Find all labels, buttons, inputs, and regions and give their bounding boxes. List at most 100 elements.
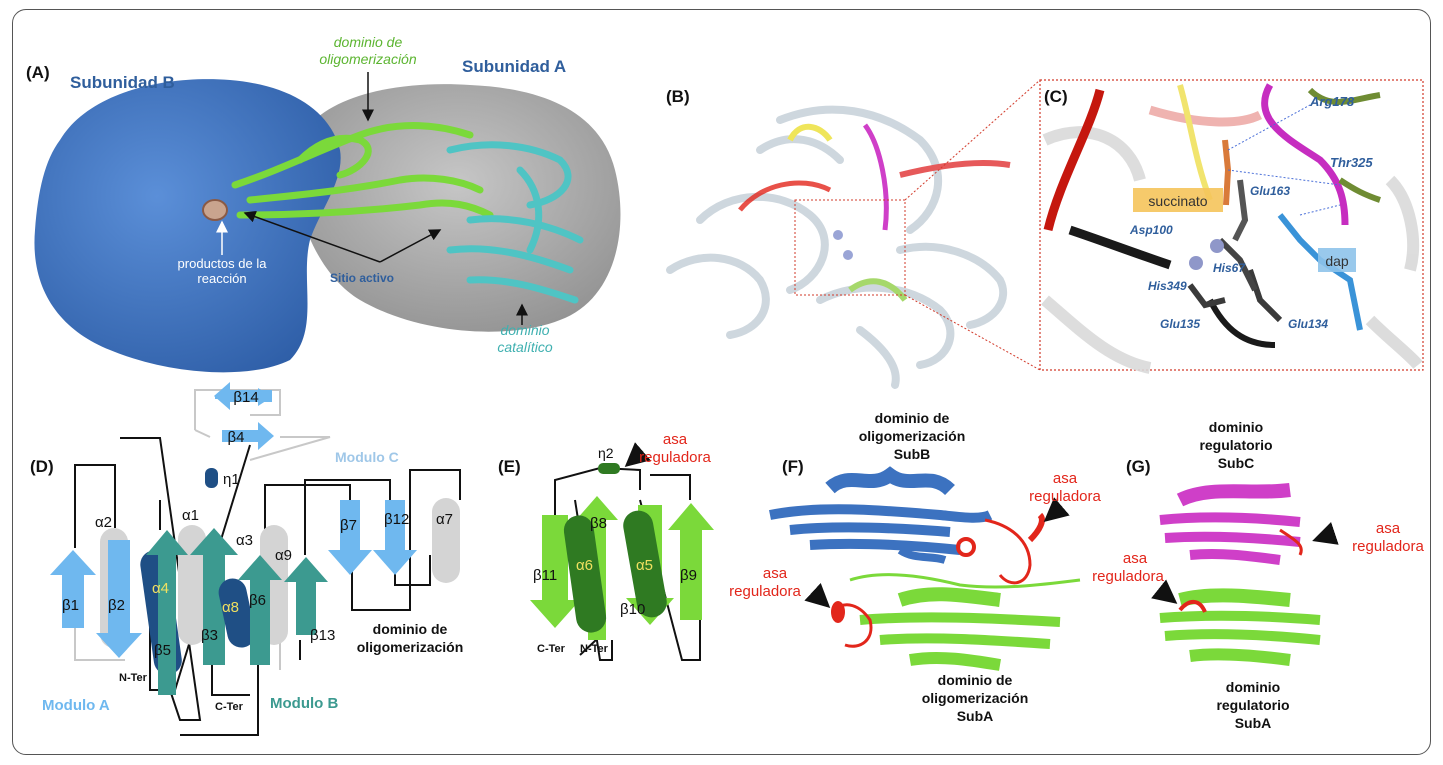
catalytic-domain-label-2: catalítico	[497, 339, 552, 355]
strand-b1-icon	[50, 550, 96, 628]
glu163-label: Glu163	[1250, 184, 1290, 198]
oligo-domain-label-1: dominio de	[373, 621, 448, 637]
cter-label: C-Ter	[215, 701, 244, 713]
a9-label: α9	[275, 547, 292, 564]
products-label-2: reacción	[197, 271, 246, 286]
a1-label: α1	[182, 507, 199, 524]
eta2-helix-icon	[598, 463, 620, 474]
h-bonds	[1227, 104, 1341, 216]
strand-b13-icon	[284, 557, 328, 635]
asa-left-label-2: reguladora	[1092, 568, 1164, 585]
asa-arrow-icon	[1043, 497, 1070, 522]
strand-b5-icon	[146, 530, 188, 695]
a2-label: α2	[95, 514, 112, 531]
asp100-label: Asp100	[1129, 223, 1173, 237]
a3-label: α3	[236, 532, 253, 549]
b6-label: β6	[249, 592, 266, 609]
oligomerization-domain-label-2: oligomerización	[319, 51, 416, 67]
cter-label: C-Ter	[537, 643, 566, 655]
b13-label: β13	[310, 627, 335, 644]
his67-label: His67	[1213, 261, 1246, 275]
panel-b-label: (B)	[666, 87, 690, 106]
asa-arrow-icon	[804, 582, 831, 609]
asa-left-label-2: reguladora	[729, 583, 801, 600]
red-loop	[738, 180, 832, 212]
asa-arrow-icon	[1151, 579, 1178, 604]
eta2-label: η2	[598, 445, 614, 461]
panel-f: (F) dominio de oligomerización SubB asa	[729, 410, 1101, 724]
nter-label: N-Ter	[119, 672, 148, 684]
strand-b12-icon	[373, 500, 417, 575]
dap-label: dap	[1325, 253, 1349, 269]
b11-label: β11	[533, 567, 557, 584]
panel-c: (C) Arg178 Thr325 succinato Glu163 Asp10…	[1039, 79, 1424, 374]
red-strand	[899, 160, 1011, 178]
helix-a5-icon	[623, 510, 667, 618]
zoom-line-bottom	[904, 294, 1041, 371]
metal-ion-icon	[1189, 256, 1203, 270]
oligo-domain-label-2: oligomerización	[357, 639, 464, 655]
b12-label: β12	[384, 511, 409, 528]
catalytic-domain-label-1: dominio	[500, 322, 549, 338]
black-loop	[1207, 298, 1276, 348]
red-ribbon	[1043, 88, 1105, 232]
panel-a: (A) Subunidad B Subunidad A dominio de o…	[26, 34, 621, 373]
black-ribbon	[1068, 225, 1172, 270]
a8-label: α8	[222, 599, 239, 616]
subc-domain-label-3: SubC	[1218, 455, 1255, 471]
b9-label: β9	[680, 567, 697, 584]
glu134-label: Glu134	[1288, 317, 1328, 331]
oligomerization-ribbon	[231, 122, 494, 219]
metal-ion-icon	[1210, 239, 1224, 253]
subunit-a-surface	[295, 84, 621, 332]
strand-b3-icon	[190, 528, 238, 665]
subb-domain-label-2: oligomerización	[859, 428, 966, 444]
asa-arrow-icon	[624, 442, 651, 467]
asa-left-label-1: asa	[1123, 550, 1148, 567]
helix-a7-icon	[432, 498, 460, 583]
subc-ribbon	[1159, 483, 1303, 565]
subunit-b-label: Subunidad B	[70, 73, 175, 92]
subc-domain-label-1: dominio	[1209, 419, 1263, 435]
glu135-stick	[1187, 283, 1226, 309]
strand-b7-icon	[328, 500, 372, 575]
panel-g: (G) dominio regulatorio SubC asa regulad…	[1092, 419, 1424, 731]
asa-right-label-1: asa	[1376, 520, 1401, 537]
magenta-ribbon	[1261, 83, 1349, 226]
subb-ribbon	[769, 466, 1045, 585]
succinate-tag	[1133, 188, 1223, 212]
active-site-arrow-left	[243, 210, 381, 263]
oligomerization-domain-label-1: dominio de	[334, 34, 403, 50]
asa-right-label-2: reguladora	[1352, 538, 1424, 555]
panel-f-label: (F)	[782, 457, 804, 476]
subb-domain-label-3: SubB	[894, 446, 931, 462]
a5-label: α5	[636, 557, 653, 574]
helix-a8-icon	[218, 578, 256, 648]
asa-right-label-2: reguladora	[1029, 488, 1101, 505]
suba-ribbon	[831, 573, 1081, 671]
thr325-stick	[1338, 177, 1381, 203]
panel-d-label: (D)	[30, 457, 54, 476]
panel-e-label: (E)	[498, 457, 521, 476]
b5-label: β5	[154, 642, 171, 659]
a6-label: α6	[576, 557, 593, 574]
suba-ribbon	[1159, 588, 1321, 666]
subunit-a-label: Subunidad A	[462, 57, 566, 76]
glu135-label: Glu135	[1160, 317, 1200, 331]
strand-b2-icon	[96, 540, 142, 658]
panel-a-label: (A)	[26, 63, 50, 82]
suba-domain-label-2: regulatorio	[1216, 697, 1289, 713]
modulo-c-label: Modulo C	[335, 449, 399, 465]
arg178-stick	[1307, 87, 1381, 105]
thr325-label: Thr325	[1330, 155, 1373, 170]
nter-label: N-Ter	[580, 643, 609, 655]
asa-right-label-1: asa	[1053, 470, 1078, 487]
suba-domain-label-1: dominio	[1226, 679, 1280, 695]
zoom-box	[794, 199, 906, 296]
asa-arrow-icon	[1312, 521, 1339, 545]
a4-label: α4	[152, 580, 169, 597]
subunit-b-surface	[34, 79, 341, 373]
subb-domain-label-1: dominio de	[875, 410, 950, 426]
suba-domain-label-1: dominio de	[938, 672, 1013, 688]
